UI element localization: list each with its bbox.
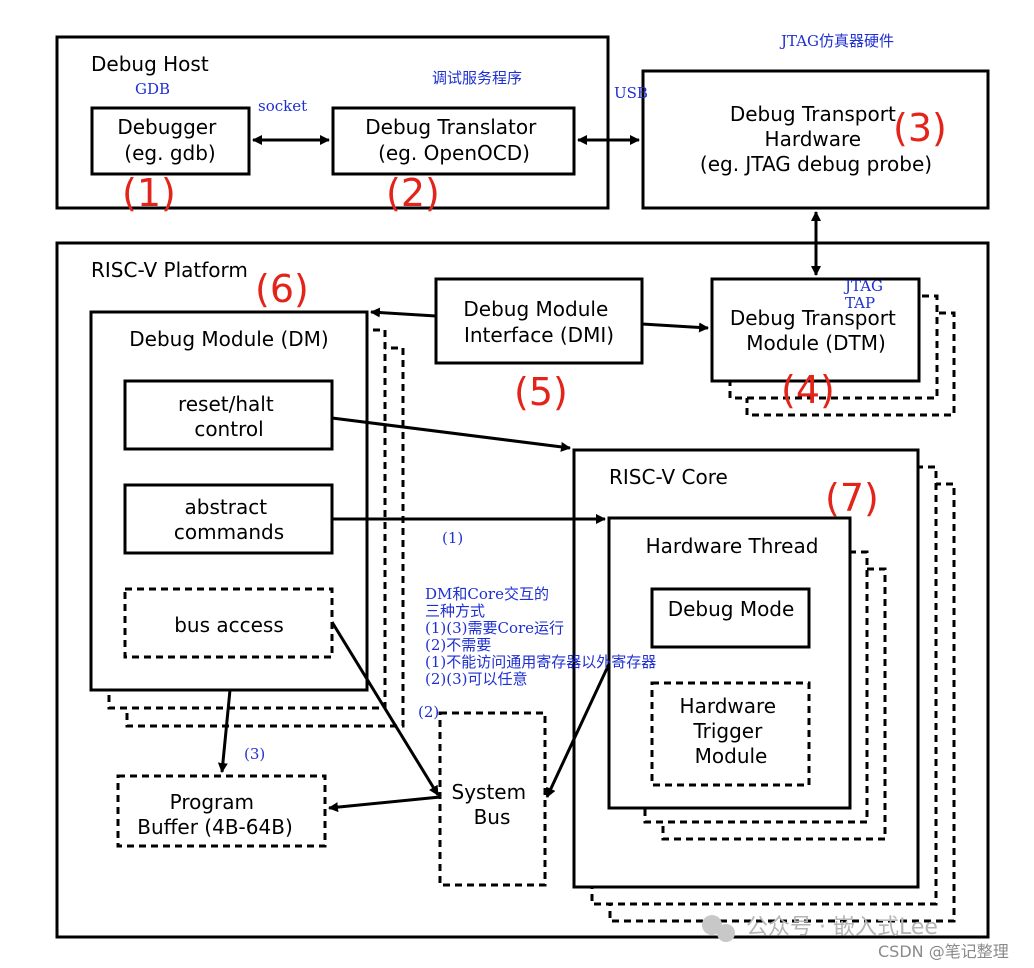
debug-translator-box: [331, 106, 576, 176]
program-buffer-label: Program Buffer (4B-64B): [137, 790, 293, 839]
annotation-jtag-tap: JTAG TAP: [843, 277, 888, 312]
arrow-busaccess-systembus: [330, 621, 440, 796]
trigger-module-box: [650, 681, 811, 787]
watermark-csdn: CSDN @笔记整理: [878, 942, 1009, 961]
debug-mode-box: [650, 587, 811, 649]
dtm-box: [710, 277, 921, 383]
dmi-label: Debug Module Interface (DMI): [463, 297, 614, 347]
debugger-box: [90, 106, 251, 176]
dtm-label: Debug Transport Module (DTM): [730, 306, 902, 355]
system-bus-box: [438, 711, 547, 887]
hardware-thread-label: Hardware Thread: [646, 534, 819, 558]
marker-5: (5): [514, 370, 568, 414]
annotation-path-1: (1): [442, 529, 463, 547]
arrow-dm-programbuffer: [217, 689, 232, 773]
marker-4: (4): [781, 368, 835, 412]
marker-3: (3): [893, 106, 947, 150]
debugger-label: Debugger (eg. gdb): [117, 115, 222, 165]
arrow-systembus-programbuffer: [328, 795, 441, 813]
marker-1: (1): [122, 171, 176, 215]
annotation-jtag-hardware: JTAG仿真器硬件: [779, 32, 894, 50]
program-buffer-box: [116, 774, 327, 848]
arrow-dmi-dm: [370, 307, 437, 318]
bus-access-box: [123, 587, 334, 659]
reset-halt-label: reset/halt control: [178, 392, 280, 441]
reset-halt-box: [123, 379, 334, 451]
marker-2: (2): [386, 171, 440, 215]
debug-module-label: Debug Module (DM): [129, 327, 328, 351]
dmi-box: [434, 277, 644, 365]
arrow-reset-core: [331, 416, 571, 452]
marker-7: (7): [825, 476, 879, 520]
annotation-interaction-note: DM和Core交互的 三种方式 (1)(3)需要Core运行 (2)不需要 (1…: [425, 585, 661, 688]
abstract-commands-box: [123, 483, 334, 555]
platform-label: RISC-V Platform: [91, 258, 248, 282]
annotation-path-2: (2): [418, 703, 439, 721]
transport-hardware-label: Debug Transport Hardware (eg. JTAG debug…: [700, 102, 932, 176]
system-bus-label: System Bus: [452, 780, 533, 829]
annotation-debug-service: 调试服务程序: [432, 69, 522, 87]
annotation-usb: USB: [614, 84, 648, 102]
transport-hardware-box: [641, 69, 990, 210]
debug-host-label: Debug Host: [91, 52, 209, 76]
abstract-commands-label: abstract commands: [174, 495, 284, 544]
debug-translator-label: Debug Translator (eg. OpenOCD): [365, 115, 542, 165]
platform-frame: [55, 241, 990, 939]
bus-access-label: bus access: [174, 613, 284, 637]
marker-6: (6): [255, 267, 309, 311]
wechat-icon: [702, 915, 735, 942]
trigger-module-label: Hardware Trigger Module: [680, 694, 783, 768]
debug-mode-label: Debug Mode: [668, 597, 795, 621]
risc-v-core-label: RISC-V Core: [609, 465, 728, 489]
annotation-path-3: (3): [244, 745, 265, 763]
debug-host-frame: [55, 35, 610, 210]
annotation-socket: socket: [258, 97, 307, 115]
annotation-gdb: GDB: [135, 80, 170, 98]
arrow-hart-systembus: [545, 663, 611, 798]
arrow-dmi-dtm: [641, 322, 709, 333]
watermark-wechat: 公众号 · 嵌入式Lee: [746, 915, 938, 940]
